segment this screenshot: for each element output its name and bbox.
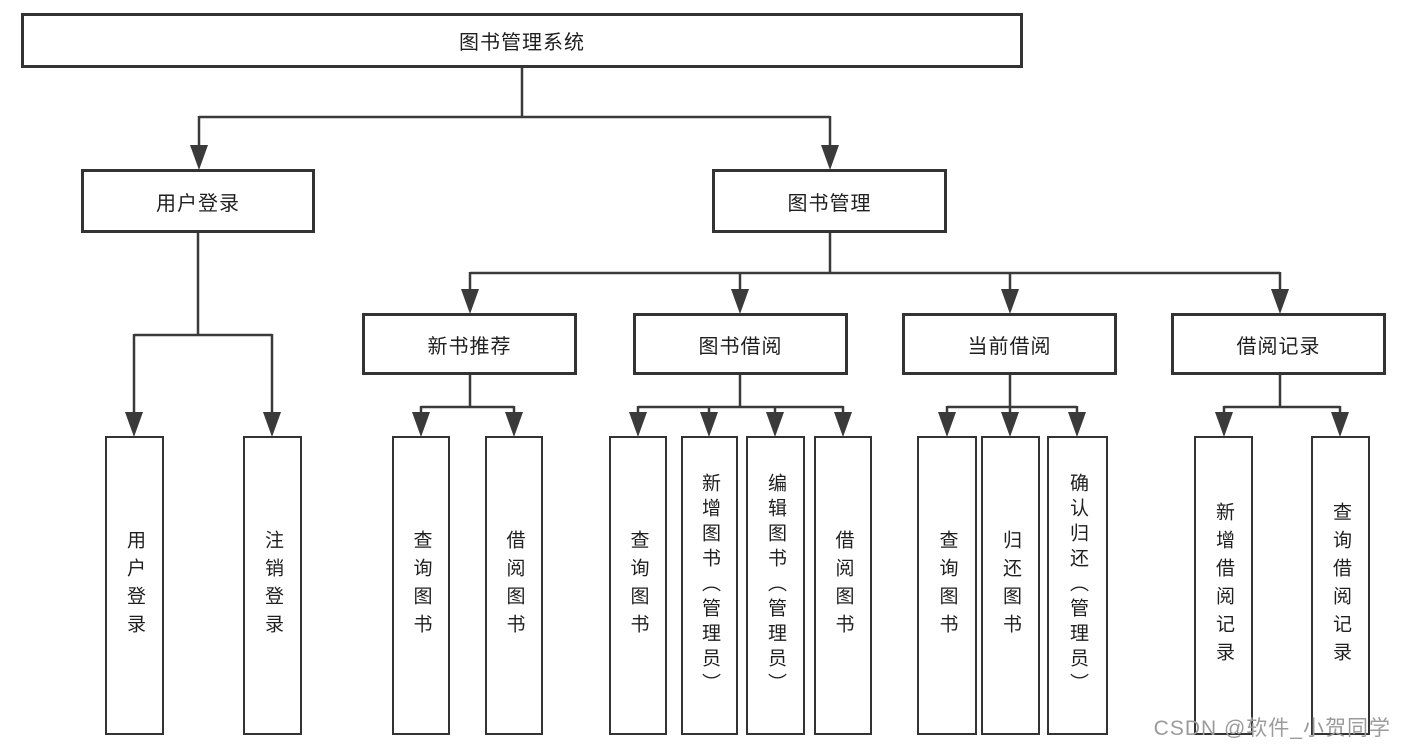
leaf-add-borrow-record-label: 新增借阅记录 (1213, 501, 1234, 670)
leaf-confirm-return-admin: 确认归还（管理员） (1047, 436, 1108, 735)
leaf-query-books-3: 查询图书 (917, 436, 977, 735)
leaf-query-borrow-record: 查询借阅记录 (1311, 436, 1370, 735)
node-borrowing-records: 借阅记录 (1171, 313, 1386, 375)
leaf-borrow-books-1-label: 借阅图书 (503, 529, 525, 642)
leaf-edit-books-admin-label: 编辑图书（管理员） (765, 473, 786, 698)
leaf-add-borrow-record: 新增借阅记录 (1194, 436, 1253, 735)
node-current-borrowing: 当前借阅 (902, 313, 1117, 375)
leaf-user-login: 用户登录 (105, 436, 164, 735)
leaf-borrow-books-2-label: 借阅图书 (832, 529, 854, 642)
leaf-query-books-3-label: 查询图书 (936, 529, 958, 642)
leaf-logout-label: 注销登录 (262, 529, 283, 642)
leaf-add-books-admin-label: 新增图书（管理员） (699, 473, 720, 698)
node-book-borrowing: 图书借阅 (633, 313, 848, 375)
leaf-logout: 注销登录 (243, 436, 302, 735)
node-user-login-group: 用户登录 (81, 169, 315, 233)
leaf-edit-books-admin: 编辑图书（管理员） (746, 436, 805, 735)
leaf-borrow-books-1: 借阅图书 (485, 436, 543, 735)
leaf-query-borrow-record-label: 查询借阅记录 (1330, 501, 1351, 670)
leaf-add-books-admin: 新增图书（管理员） (681, 436, 738, 735)
leaf-user-login-label: 用户登录 (124, 529, 145, 642)
node-library-management-system: 图书管理系统 (21, 13, 1023, 68)
watermark: CSDN @软件_小贺同学 (1153, 717, 1391, 740)
leaf-query-books-1-label: 查询图书 (410, 529, 432, 642)
node-new-book-recommendation: 新书推荐 (362, 313, 577, 375)
node-book-management: 图书管理 (712, 169, 947, 233)
leaf-confirm-return-admin-label: 确认归还（管理员） (1067, 473, 1088, 698)
leaf-return-books-label: 归还图书 (1000, 529, 1021, 642)
leaf-query-books-2: 查询图书 (609, 436, 667, 735)
leaf-query-books-1: 查询图书 (392, 436, 450, 735)
leaf-query-books-2-label: 查询图书 (627, 529, 649, 642)
leaf-return-books: 归还图书 (981, 436, 1040, 735)
leaf-borrow-books-2: 借阅图书 (814, 436, 872, 735)
